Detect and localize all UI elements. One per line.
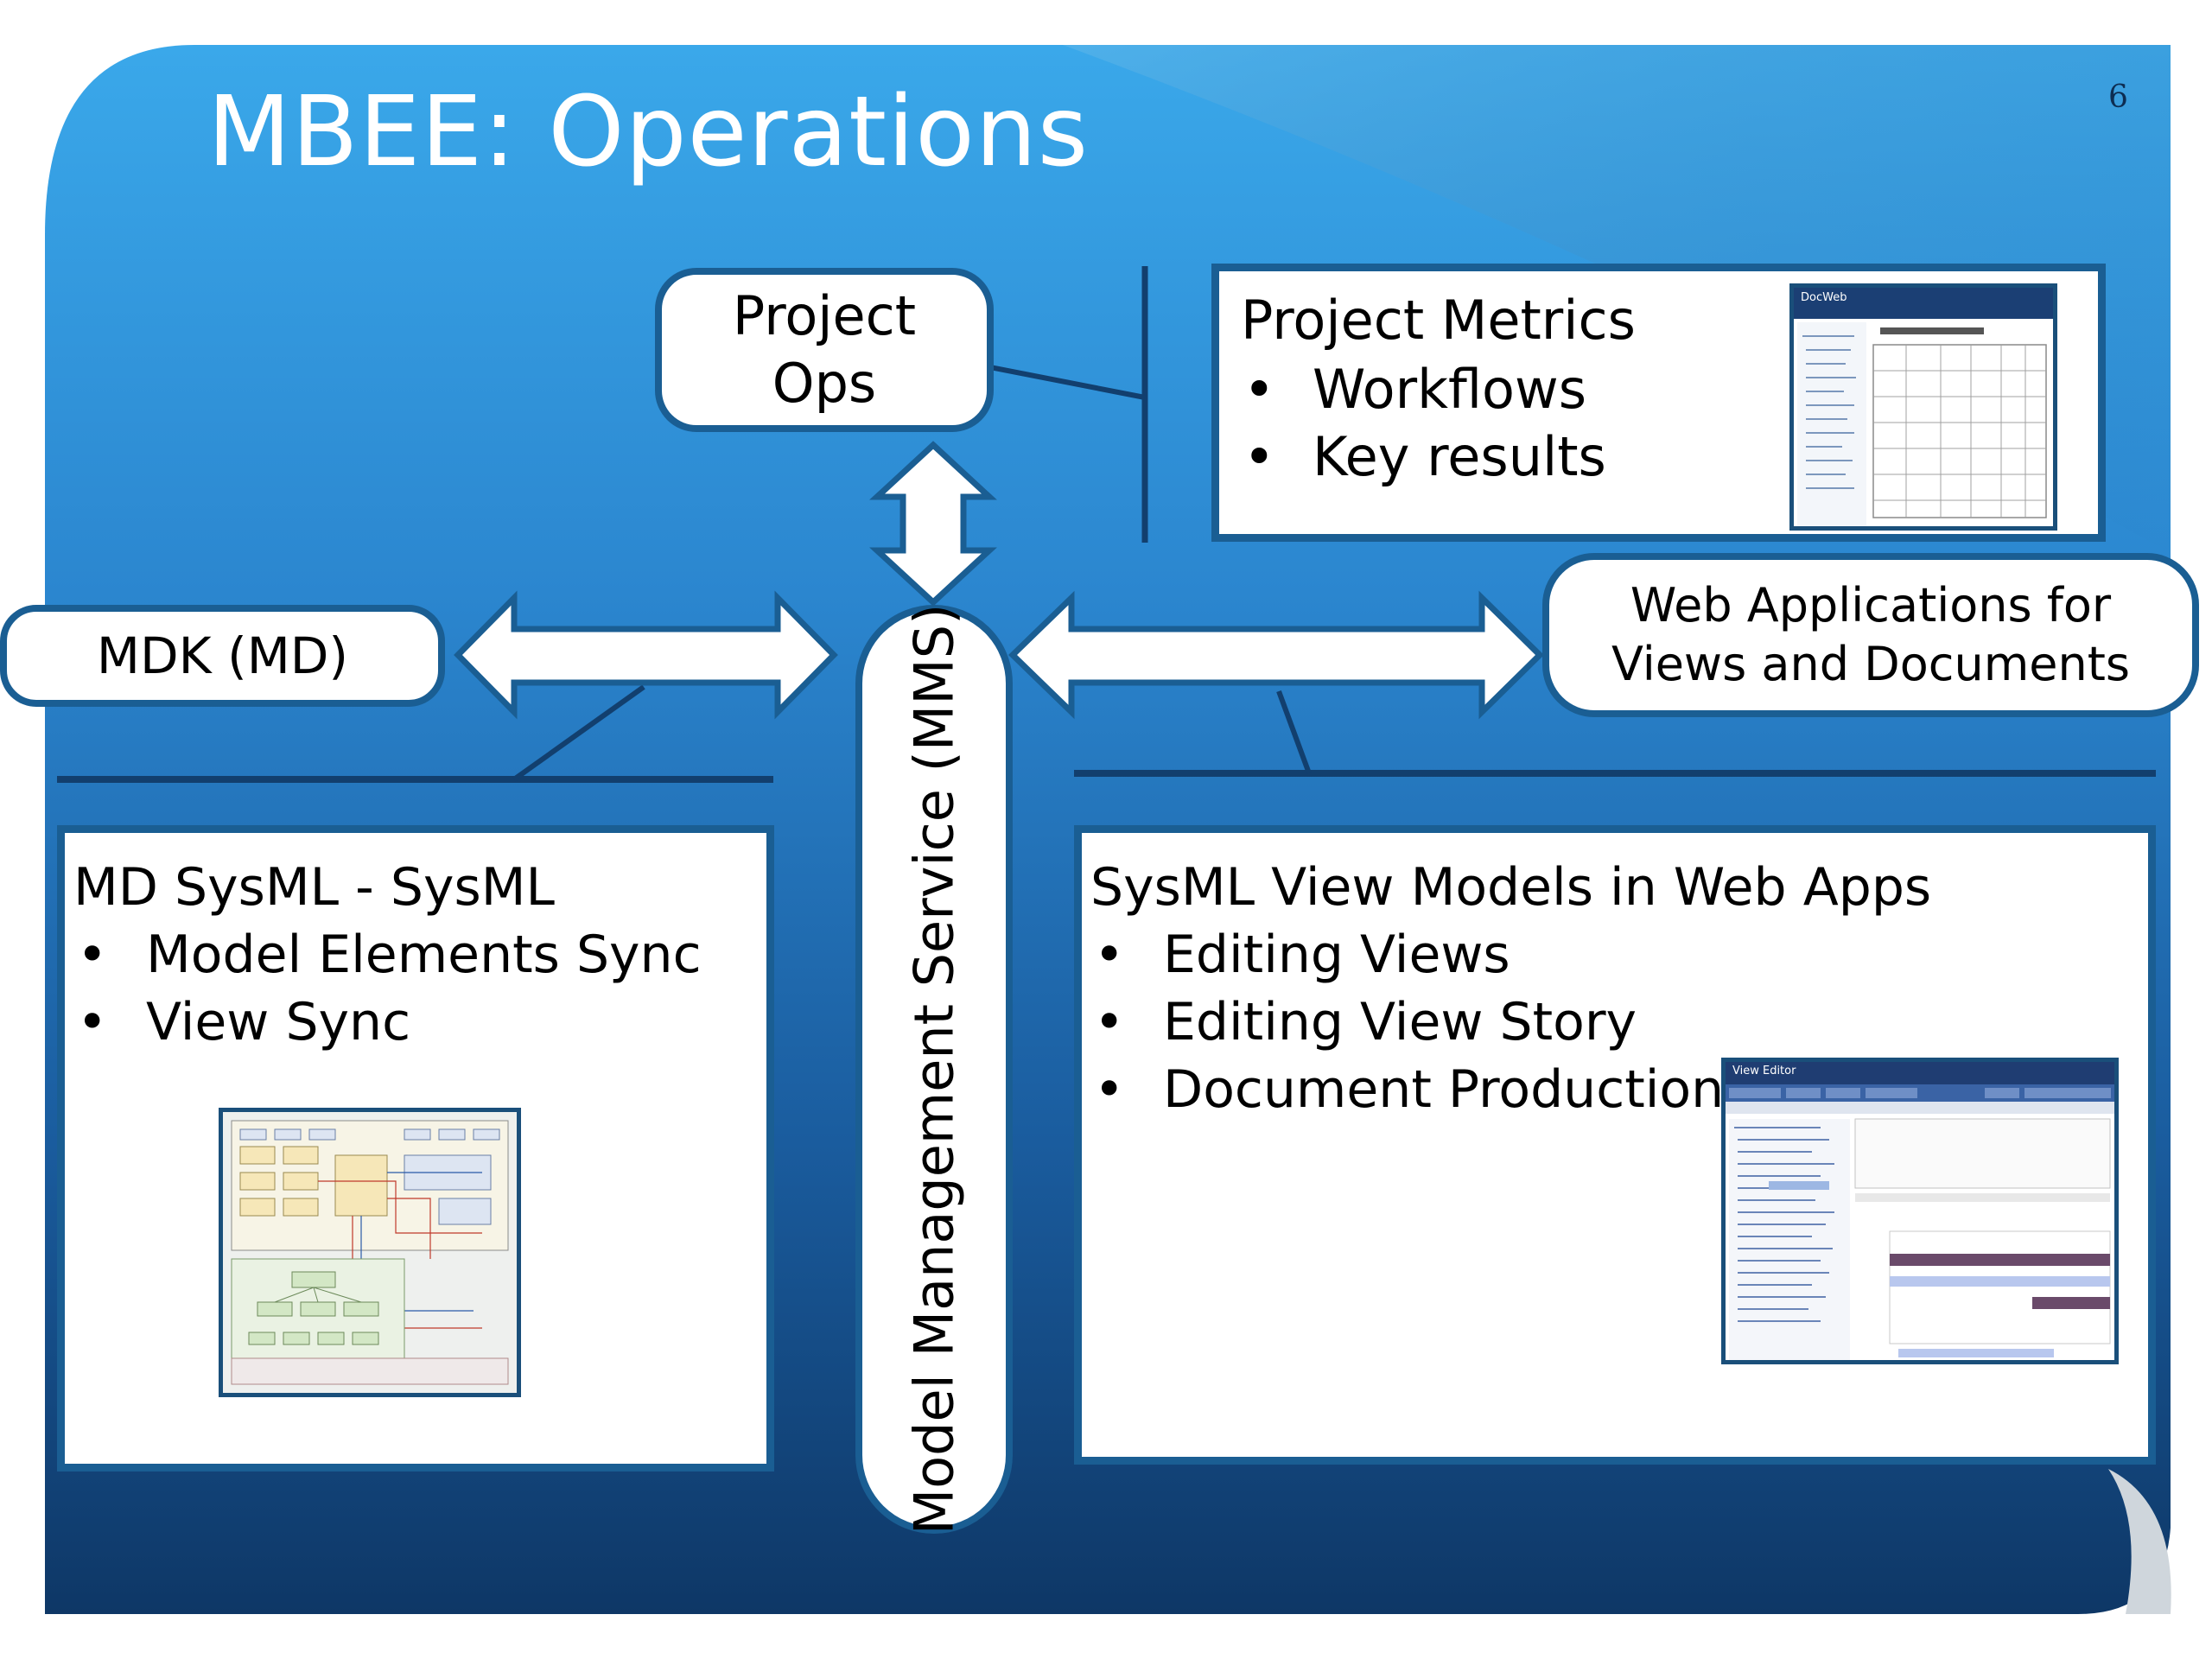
bullet-key-results: Key results xyxy=(1243,423,1606,491)
right-double-arrow xyxy=(1007,590,1544,720)
view-models-title: SysML View Models in Web Apps xyxy=(1090,857,1932,918)
left-double-arrow xyxy=(454,590,838,720)
bullet-view-sync: View Sync xyxy=(77,988,702,1056)
project-metrics-bullets: Workflows Key results xyxy=(1243,356,1606,491)
page-number: 6 xyxy=(2108,79,2128,115)
web-apps-connector xyxy=(1276,690,1312,775)
md-diagram-screenshot xyxy=(219,1108,521,1397)
bullet-editing-view-story: Editing View Story xyxy=(1094,988,1724,1056)
md-sysml-panel: MD SysML - SysML Model Elements Sync Vie… xyxy=(57,825,774,1471)
mdk-label: MDK (MD) xyxy=(96,626,349,685)
project-ops-node: Project Ops xyxy=(655,268,994,432)
view-editor-screenshot: View Editor xyxy=(1721,1058,2119,1364)
project-metrics-title: Project Metrics xyxy=(1241,289,1636,352)
bullet-editing-views: Editing Views xyxy=(1094,921,1724,988)
double-arrow-vertical-icon xyxy=(869,441,997,607)
docweb-header: DocWeb xyxy=(1794,288,2053,319)
bullet-model-elements-sync: Model Elements Sync xyxy=(77,921,702,988)
md-sysml-bullets: Model Elements Sync View Sync xyxy=(77,921,702,1056)
view-editor-content xyxy=(1726,1084,2114,1360)
project-metrics-panel: Project Metrics Workflows Key results Do… xyxy=(1211,264,2106,542)
md-diagram-content xyxy=(231,1120,509,1385)
view-editor-header: View Editor xyxy=(1726,1062,2114,1084)
bullet-workflows: Workflows xyxy=(1243,356,1606,423)
view-models-bullets: Editing Views Editing View Story Documen… xyxy=(1094,921,1724,1123)
mdk-connector xyxy=(512,684,645,782)
docweb-logo: DocWeb xyxy=(1801,291,1847,304)
web-apps-node: Web Applications for Views and Documents xyxy=(1542,553,2199,717)
docweb-content xyxy=(1797,322,2047,526)
view-editor-title: View Editor xyxy=(1732,1065,1796,1077)
mdk-node: MDK (MD) xyxy=(0,605,445,707)
bullet-document-production: Document Production xyxy=(1094,1056,1724,1123)
md-sysml-title: MD SysML - SysML xyxy=(73,857,555,918)
view-models-panel: SysML View Models in Web Apps Editing Vi… xyxy=(1074,825,2156,1465)
mms-node: Model Management Service (MMS) xyxy=(855,603,1013,1535)
project-ops-label: Project Ops xyxy=(732,284,917,415)
slide-title: MBEE: Operations xyxy=(207,76,1090,188)
web-apps-label: Web Applications for Views and Documents xyxy=(1611,578,2131,691)
docweb-screenshot: DocWeb xyxy=(1789,283,2057,531)
project-ops-connector xyxy=(967,360,1146,400)
mms-label: Model Management Service (MMS) xyxy=(902,603,966,1535)
